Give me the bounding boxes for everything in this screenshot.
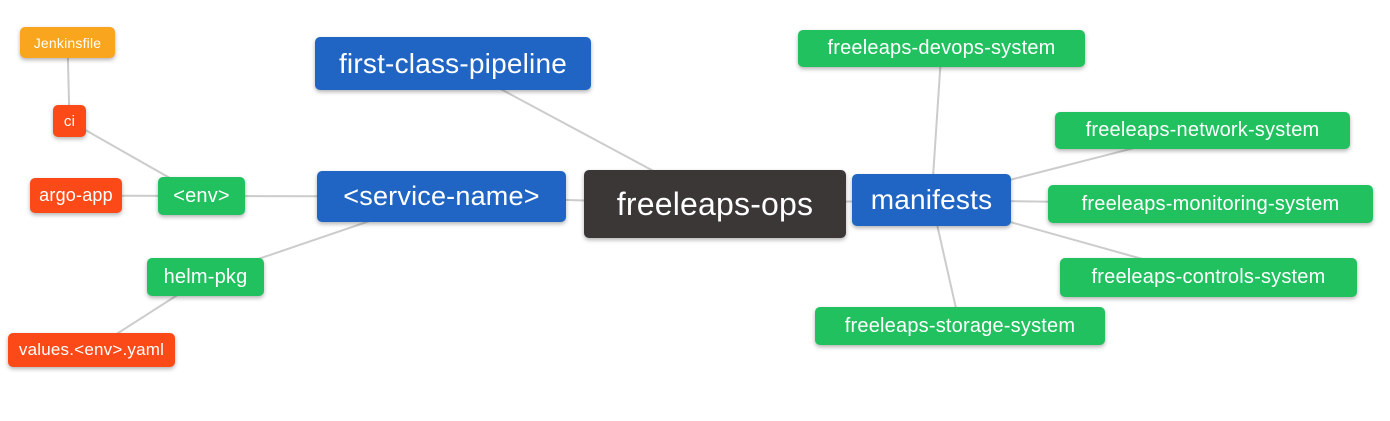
node-ci[interactable]: ci [53,105,86,137]
node-freeleaps-network-system[interactable]: freeleaps-network-system [1055,112,1350,149]
node-service-name[interactable]: <service-name> [317,171,566,222]
node-freeleaps-storage-system[interactable]: freeleaps-storage-system [815,307,1105,345]
node-freeleaps-devops-system[interactable]: freeleaps-devops-system [798,30,1085,67]
node-env[interactable]: <env> [158,177,245,215]
node-freeleaps-controls-system[interactable]: freeleaps-controls-system [1060,258,1357,297]
node-freeleaps-ops-root[interactable]: freeleaps-ops [584,170,846,238]
node-freeleaps-monitoring-system[interactable]: freeleaps-monitoring-system [1048,185,1373,223]
node-first-class-pipeline[interactable]: first-class-pipeline [315,37,591,90]
node-argo-app[interactable]: argo-app [30,178,122,213]
node-values-env-yaml[interactable]: values.<env>.yaml [8,333,175,367]
node-jenkinsfile[interactable]: Jenkinsfile [20,27,115,58]
node-manifests[interactable]: manifests [852,174,1011,226]
node-helm-pkg[interactable]: helm-pkg [147,258,264,296]
